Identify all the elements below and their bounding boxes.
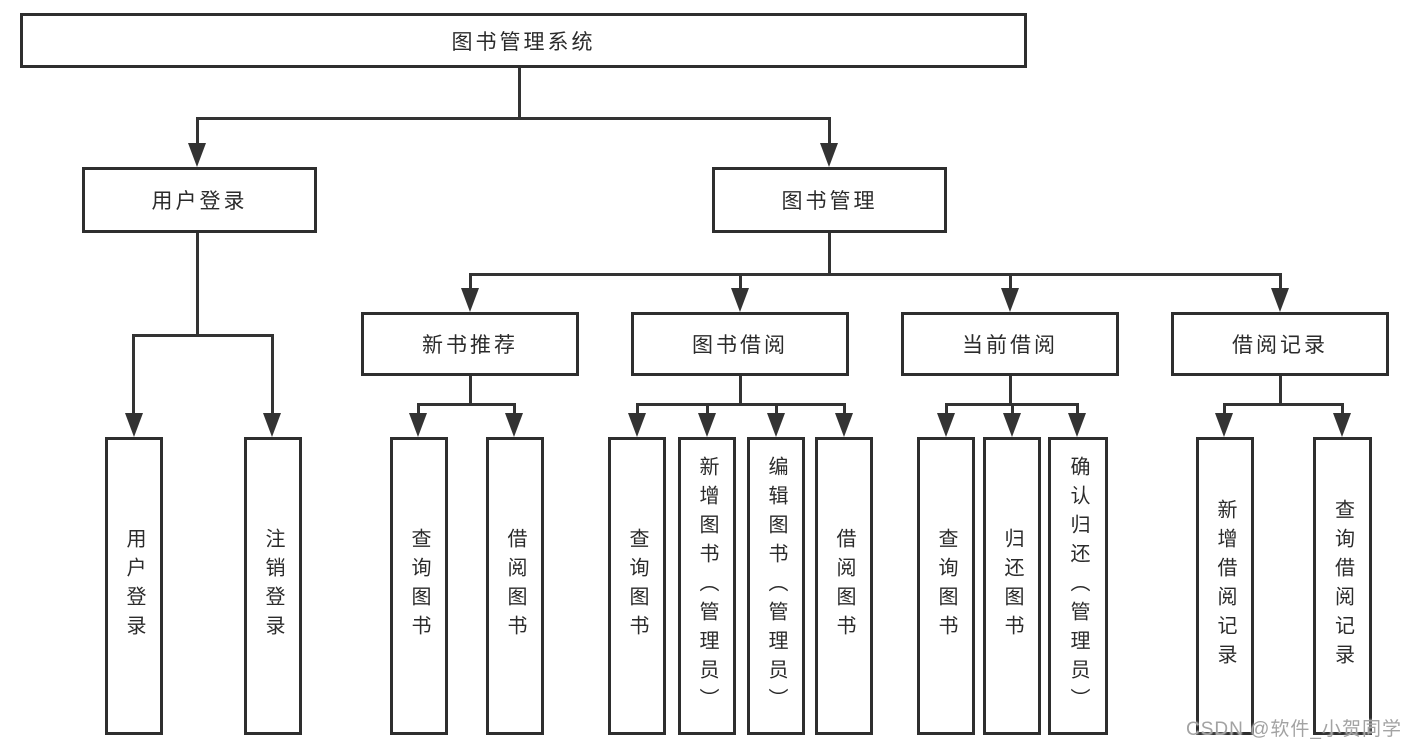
connector-line xyxy=(739,273,742,291)
connector-line xyxy=(636,403,639,415)
arrow-down-icon xyxy=(820,143,838,167)
node-label: 图书管理 xyxy=(781,190,878,213)
connector-line xyxy=(132,334,135,414)
leaf-add-borrow-record: 新增借阅记录 xyxy=(1196,437,1254,735)
leaf-label: 借阅图书 xyxy=(833,528,855,644)
connector-line xyxy=(1223,403,1343,406)
connector-line xyxy=(196,117,831,120)
connector-line xyxy=(1076,403,1079,415)
arrow-down-icon xyxy=(263,413,281,437)
node-user-login: 用户登录 xyxy=(82,167,317,233)
leaf-query-borrow-record: 查询借阅记录 xyxy=(1313,437,1372,735)
leaf-confirm-return-admin: 确认归还（管理员） xyxy=(1048,437,1108,735)
arrow-down-icon xyxy=(835,413,853,437)
connector-line xyxy=(843,403,846,415)
leaf-edit-book-admin: 编辑图书（管理员） xyxy=(747,437,805,735)
leaf-label: 确认归还（管理员） xyxy=(1067,455,1089,717)
node-borrow-records: 借阅记录 xyxy=(1171,312,1389,376)
leaf-query-books-current: 查询图书 xyxy=(917,437,975,735)
leaf-query-books-recommend: 查询图书 xyxy=(390,437,448,735)
connector-line xyxy=(513,403,516,415)
connector-line xyxy=(1341,403,1344,415)
connector-line xyxy=(196,117,199,145)
connector-line xyxy=(196,233,199,337)
connector-line xyxy=(1223,403,1226,415)
connector-line xyxy=(417,403,420,415)
csdn-watermark: CSDN @软件_小贺同学 xyxy=(1186,719,1402,740)
leaf-label: 新增借阅记录 xyxy=(1214,499,1236,673)
leaf-add-book-admin: 新增图书（管理员） xyxy=(678,437,736,735)
arrow-down-icon xyxy=(767,413,785,437)
leaf-label: 编辑图书（管理员） xyxy=(765,455,787,717)
leaf-borrow-books: 借阅图书 xyxy=(815,437,873,735)
leaf-label: 借阅图书 xyxy=(504,528,526,644)
arrow-down-icon xyxy=(628,413,646,437)
leaf-logout: 注销登录 xyxy=(244,437,302,735)
connector-line xyxy=(945,403,948,415)
connector-line xyxy=(828,117,831,145)
leaf-label: 查询图书 xyxy=(935,528,957,644)
leaf-return-books: 归还图书 xyxy=(983,437,1041,735)
arrow-down-icon xyxy=(1001,288,1019,312)
connector-line xyxy=(132,334,274,337)
arrow-down-icon xyxy=(505,413,523,437)
arrow-down-icon xyxy=(188,143,206,167)
connector-line xyxy=(775,403,778,415)
leaf-label: 注销登录 xyxy=(262,528,284,644)
node-label: 新书推荐 xyxy=(422,334,518,357)
arrow-down-icon xyxy=(731,288,749,312)
arrow-down-icon xyxy=(409,413,427,437)
connector-line xyxy=(518,68,521,120)
node-label: 图书管理系统 xyxy=(451,30,596,54)
connector-line xyxy=(1279,273,1282,291)
connector-line xyxy=(469,273,1282,276)
leaf-borrow-books-recommend: 借阅图书 xyxy=(486,437,544,735)
node-book-management: 图书管理 xyxy=(712,167,947,233)
leaf-label: 用户登录 xyxy=(123,528,145,644)
connector-line xyxy=(828,233,831,275)
connector-line xyxy=(271,334,274,414)
node-book-borrowing: 图书借阅 xyxy=(631,312,849,376)
arrow-down-icon xyxy=(461,288,479,312)
connector-line xyxy=(739,376,742,406)
leaf-label: 查询图书 xyxy=(626,528,648,644)
leaf-query-books-borrowing: 查询图书 xyxy=(608,437,666,735)
connector-line xyxy=(469,376,472,406)
leaf-label: 查询图书 xyxy=(408,528,430,644)
node-current-borrowing: 当前借阅 xyxy=(901,312,1119,376)
connector-line xyxy=(469,273,472,291)
connector-line xyxy=(1279,376,1282,406)
connector-line xyxy=(706,403,709,415)
leaf-label: 归还图书 xyxy=(1001,528,1023,644)
arrow-down-icon xyxy=(698,413,716,437)
arrow-down-icon xyxy=(1215,413,1233,437)
node-new-book-recommend: 新书推荐 xyxy=(361,312,579,376)
leaf-label: 新增图书（管理员） xyxy=(696,455,718,717)
arrow-down-icon xyxy=(125,413,143,437)
node-label: 图书借阅 xyxy=(692,334,788,357)
node-label: 借阅记录 xyxy=(1232,334,1328,357)
arrow-down-icon xyxy=(1003,413,1021,437)
connector-line xyxy=(1011,403,1014,415)
arrow-down-icon xyxy=(937,413,955,437)
node-label: 当前借阅 xyxy=(962,334,1058,357)
arrow-down-icon xyxy=(1271,288,1289,312)
connector-line xyxy=(636,403,845,406)
connector-line xyxy=(1009,273,1012,291)
node-label: 用户登录 xyxy=(151,190,248,213)
leaf-label: 查询借阅记录 xyxy=(1331,499,1354,673)
leaf-user-login: 用户登录 xyxy=(105,437,163,735)
arrow-down-icon xyxy=(1333,413,1351,437)
connector-line xyxy=(1009,376,1012,406)
node-library-management-system: 图书管理系统 xyxy=(20,13,1027,68)
arrow-down-icon xyxy=(1068,413,1086,437)
connector-line xyxy=(417,403,516,406)
